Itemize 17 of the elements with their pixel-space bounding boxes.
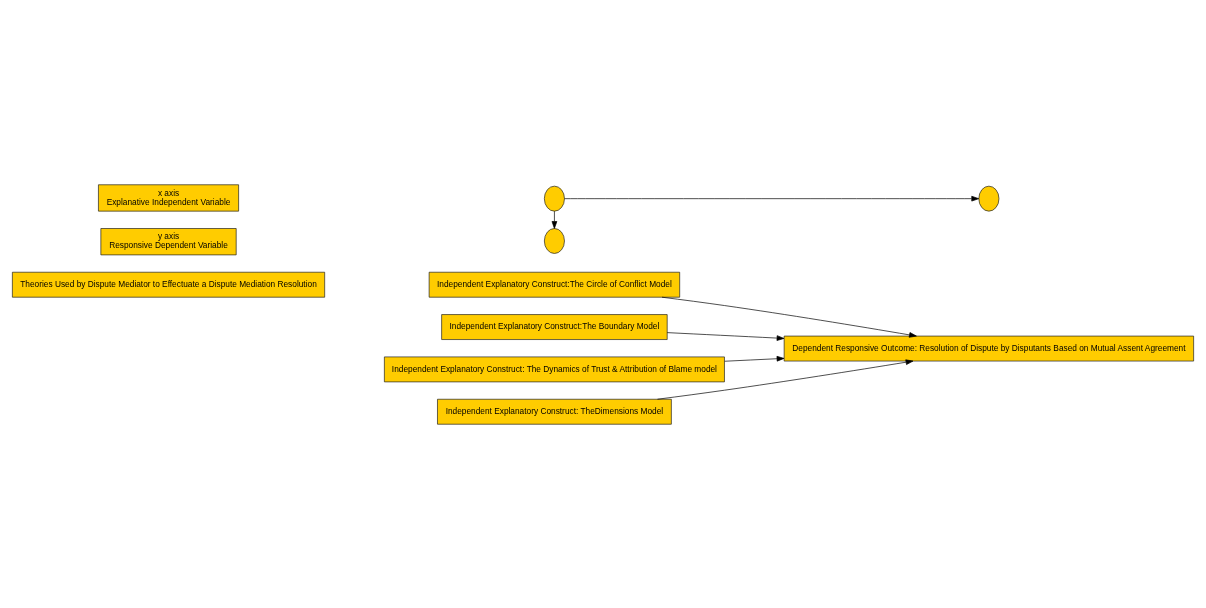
arrow <box>724 355 785 362</box>
node-box: Independent Explanatory Construct:The Boundary Model <box>441 313 668 340</box>
node-circle <box>544 227 565 254</box>
node-box: Independent Explanatory Construct:The Circle of Conflict Model <box>428 271 681 298</box>
node-circle <box>978 185 1000 211</box>
node-box: Theories Used by Dispute Mediator to Effectuate a Dispute Mediation Resolution <box>12 271 326 298</box>
node-box: x axis Explanative Independent Variable <box>98 183 239 211</box>
node-box: Independent Explanatory Construct: TheDimensions Model <box>437 398 672 425</box>
node-circle <box>544 185 565 211</box>
node-box: Independent Explanatory Construct: The Dynamics of Trust & Attribution of Blame model <box>384 356 725 382</box>
arrow <box>657 358 914 400</box>
arrow <box>661 296 917 338</box>
arrow <box>564 195 980 201</box>
arrow <box>551 210 558 229</box>
node-box: Dependent Responsive Outcome: Resolution of Dispute by Disputants Based on Mutual Assent Agreement <box>783 335 1194 361</box>
node-box: y axis Responsive Dependent Variable <box>100 227 237 255</box>
arrow <box>666 331 785 341</box>
